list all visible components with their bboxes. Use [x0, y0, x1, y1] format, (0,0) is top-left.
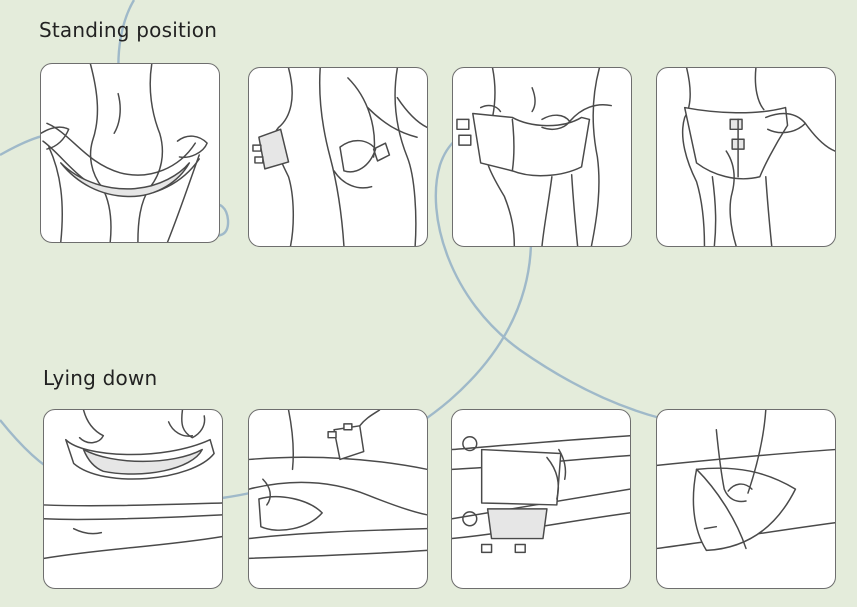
standing-step-2-illustration — [248, 67, 428, 247]
lying-step-2-illustration — [248, 409, 428, 589]
lying-step-3-illustration — [451, 409, 631, 589]
lying-down-heading: Lying down — [43, 366, 158, 390]
standing-step-1-illustration — [40, 63, 220, 243]
lying-step-1-illustration — [43, 409, 223, 589]
lying-step-4-illustration — [656, 409, 836, 589]
standing-step-3-illustration — [452, 67, 632, 247]
standing-position-heading: Standing position — [39, 18, 218, 42]
standing-step-4-illustration — [656, 67, 836, 247]
